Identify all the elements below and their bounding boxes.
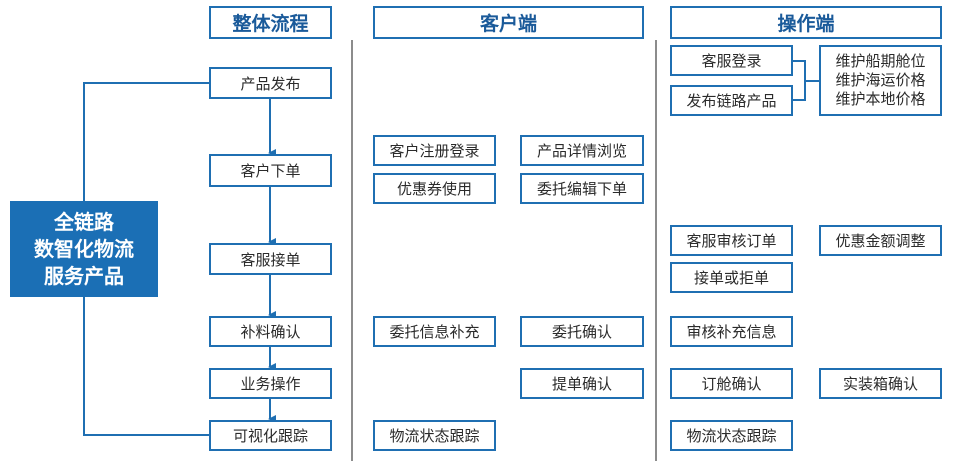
header-operator: 操作端 xyxy=(670,6,942,39)
maintain-local-price: 维护本地价格 xyxy=(835,90,926,108)
client-entrust-confirm: 委托确认 xyxy=(520,316,644,347)
operator-accept-reject: 接单或拒单 xyxy=(670,262,793,293)
main-product-box: 全链路 数智化物流 服务产品 xyxy=(10,201,158,297)
client-logistics-tracking: 物流状态跟踪 xyxy=(373,420,496,451)
flow-step-business-operation: 业务操作 xyxy=(209,368,332,399)
bracket-top xyxy=(83,82,210,201)
operator-discount-adjust: 优惠金额调整 xyxy=(819,225,942,256)
operator-review-supplement: 审核补充信息 xyxy=(670,316,793,347)
maintain-ocean-price: 维护海运价格 xyxy=(835,71,926,89)
bracket-bottom xyxy=(83,296,210,436)
client-entrust-info: 委托信息补充 xyxy=(373,316,496,347)
flow-step-product-release: 产品发布 xyxy=(209,67,332,99)
operator-logistics-tracking: 物流状态跟踪 xyxy=(670,420,793,451)
operator-publish-product: 发布链路产品 xyxy=(670,85,793,116)
flow-step-supplement-confirm: 补料确认 xyxy=(209,316,332,347)
flow-step-cs-accept: 客服接单 xyxy=(209,243,332,275)
main-line-3: 服务产品 xyxy=(44,263,124,288)
header-client: 客户端 xyxy=(373,6,644,39)
operator-loading-confirm: 实装箱确认 xyxy=(819,368,942,399)
flow-step-visual-tracking: 可视化跟踪 xyxy=(209,420,332,451)
client-product-browse: 产品详情浏览 xyxy=(520,135,644,166)
operator-maintain-box: 维护船期舱位 维护海运价格 维护本地价格 xyxy=(819,45,942,116)
operator-booking-confirm: 订舱确认 xyxy=(670,368,793,399)
maintain-schedule: 维护船期舱位 xyxy=(835,52,926,70)
operator-cs-login: 客服登录 xyxy=(670,45,793,76)
client-bl-confirm: 提单确认 xyxy=(520,368,644,399)
operator-cs-review: 客服审核订单 xyxy=(670,225,793,256)
client-entrust-order: 委托编辑下单 xyxy=(520,173,644,204)
client-coupon-use: 优惠券使用 xyxy=(373,173,496,204)
client-register-login: 客户注册登录 xyxy=(373,135,496,166)
main-line-1: 全链路 xyxy=(54,209,114,234)
main-line-2: 数智化物流 xyxy=(34,236,134,261)
flow-step-customer-order: 客户下单 xyxy=(209,154,332,187)
header-flow: 整体流程 xyxy=(209,6,332,39)
operator-bracket xyxy=(792,60,806,101)
